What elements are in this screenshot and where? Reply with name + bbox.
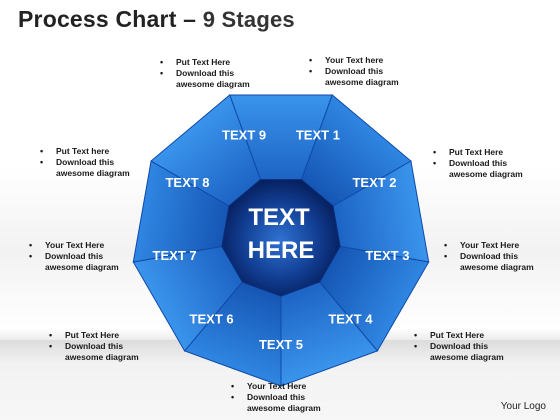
center-hub xyxy=(221,179,341,297)
note-line: Download this xyxy=(433,158,523,169)
note-line: awesome diagram xyxy=(430,352,504,362)
note-line: awesome diagram xyxy=(449,169,523,179)
note-line: Put Text Here xyxy=(160,57,250,68)
note-line: Your Text Here xyxy=(231,381,321,392)
note-line: Download this xyxy=(444,251,534,262)
note-line: Put Text here xyxy=(40,146,130,157)
note-line: awesome diagram xyxy=(460,262,534,272)
segment-label-7: TEXT 7 xyxy=(153,248,197,263)
title-main: Process Chart xyxy=(18,6,177,32)
note-mid-right: Your Text Here Download this awesome dia… xyxy=(444,240,534,273)
logo-text: Your Logo xyxy=(500,401,546,412)
note-lower-left: Put Text Here Download this awesome diag… xyxy=(49,330,139,363)
note-line: Download this xyxy=(40,157,130,168)
note-line: Download this xyxy=(231,392,321,403)
note-line: awesome diagram xyxy=(247,403,321,413)
title-sub: 9 Stages xyxy=(202,7,295,32)
note-line: awesome diagram xyxy=(176,79,250,89)
note-upper-left: Put Text here Download this awesome diag… xyxy=(40,146,130,179)
note-top-right: Your Text here Download this awesome dia… xyxy=(309,55,399,88)
note-line: Download this xyxy=(309,66,399,77)
note-mid-left: Your Text Here Download this awesome dia… xyxy=(29,240,119,273)
segments-group xyxy=(132,94,430,387)
segment-label-2: TEXT 2 xyxy=(352,175,396,190)
center-text-line1: TEXT xyxy=(248,204,310,231)
title-separator: – xyxy=(183,6,197,32)
segment-label-1: TEXT 1 xyxy=(296,128,340,143)
segment-labels: TEXT 1 TEXT 2 TEXT 3 TEXT 4 TEXT 5 TEXT 6 TEXT… xyxy=(153,128,410,353)
segment-label-3: TEXT 3 xyxy=(365,248,409,263)
segment-label-4: TEXT 4 xyxy=(328,312,373,327)
note-line: awesome diagram xyxy=(65,352,139,362)
page-title: Process Chart – 9 Stages xyxy=(18,6,295,33)
note-line: Download this xyxy=(414,341,504,352)
note-line: awesome diagram xyxy=(325,77,399,87)
center-text-line2: HERE xyxy=(248,237,315,264)
note-line: Download this xyxy=(160,68,250,79)
note-lower-right: Put Text Here Download this awesome diag… xyxy=(414,330,504,363)
note-line: Your Text Here xyxy=(444,240,534,251)
segment-label-9: TEXT 9 xyxy=(222,128,266,143)
note-line: Your Text Here xyxy=(29,240,119,251)
note-line: Put Text Here xyxy=(433,147,523,158)
note-top-left: Put Text Here Download this awesome diag… xyxy=(160,57,250,90)
note-line: Put Text Here xyxy=(49,330,139,341)
note-upper-right: Put Text Here Download this awesome diag… xyxy=(433,147,523,180)
note-line: awesome diagram xyxy=(56,168,130,178)
segment-label-5: TEXT 5 xyxy=(259,337,303,352)
note-line: Your Text here xyxy=(309,55,399,66)
segment-label-6: TEXT 6 xyxy=(190,312,234,327)
note-line: Put Text Here xyxy=(414,330,504,341)
note-line: awesome diagram xyxy=(45,262,119,272)
segment-label-8: TEXT 8 xyxy=(165,175,209,190)
note-bottom: Your Text Here Download this awesome dia… xyxy=(231,381,321,414)
note-line: Download this xyxy=(49,341,139,352)
note-line: Download this xyxy=(29,251,119,262)
